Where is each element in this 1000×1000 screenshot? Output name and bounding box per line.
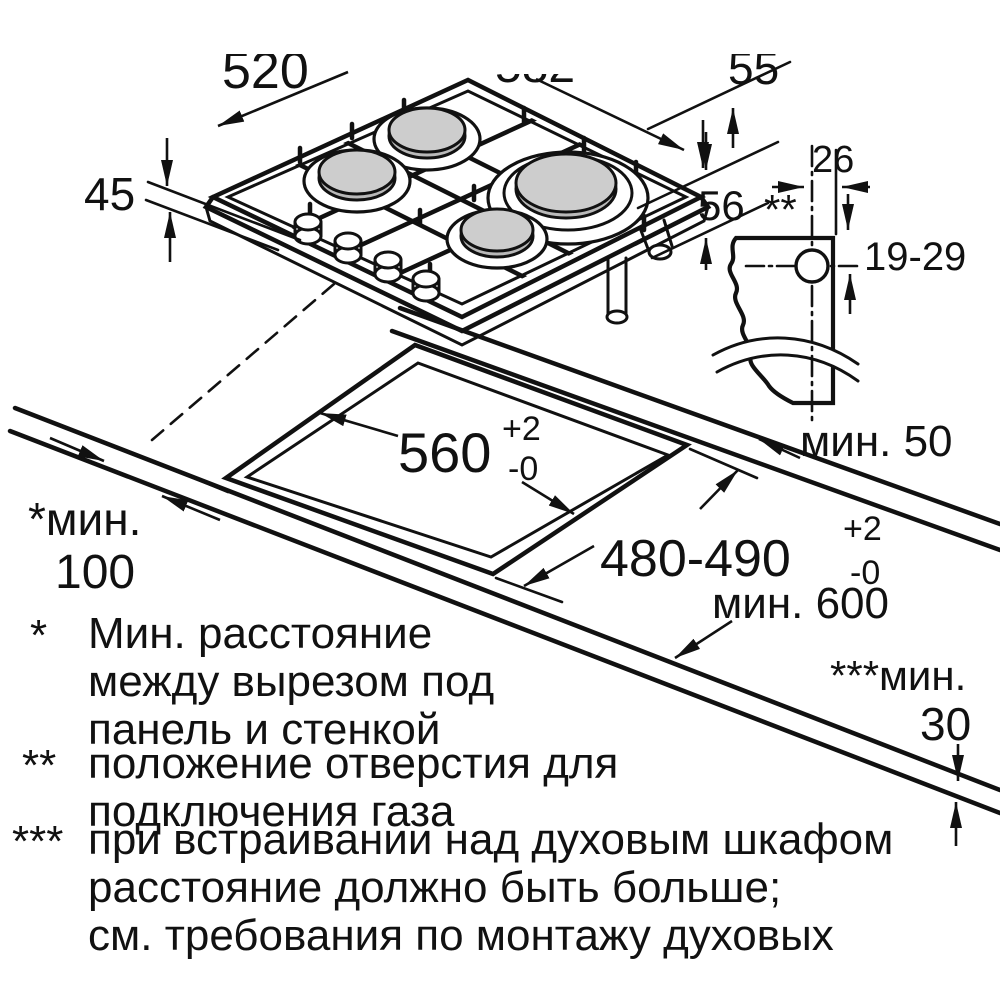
footnote-marker: *: [30, 611, 47, 660]
break-line: [711, 336, 860, 366]
gap-side-value-label: 100: [55, 546, 135, 599]
control-knobs: [293, 212, 441, 303]
cutout-width-label: 560: [398, 421, 491, 484]
cutout-depth-label: 480-490: [600, 530, 791, 588]
gap-front-value-label: 30: [920, 698, 971, 750]
gas-marker-label: **: [764, 186, 797, 233]
footnote-line: подключения газа: [88, 787, 455, 836]
gap-front-star-label: ***мин.: [830, 652, 966, 699]
burner-mid-left: [302, 148, 412, 214]
hob-foot: [605, 256, 629, 325]
gas-connection-stub: [638, 218, 674, 261]
burner-front: [445, 207, 549, 270]
dim-hole-offset-label: 26: [812, 139, 854, 181]
dimension-graphics: [49, 60, 964, 846]
burner-wok-right: [486, 150, 650, 246]
projection-dashed-line: [150, 282, 336, 442]
worktop-depth-label: мин. 600: [712, 579, 889, 628]
cutout-depth-tol-plus: +2: [843, 510, 882, 548]
footnote-line: панель и стенкой: [88, 705, 440, 754]
dim-height-label: 45: [84, 168, 135, 220]
footnotes: * Мин. расстояние между вырезом под пане…: [12, 609, 893, 960]
worktop-back-edge: [389, 305, 1000, 553]
burner-back-left: [372, 106, 482, 172]
gap-side-star-label: *мин.: [28, 493, 141, 545]
worktop-cutout: [221, 342, 692, 577]
gas-hole: [794, 248, 830, 284]
footnote-line: положение отверстия для: [88, 739, 618, 788]
dim-hole-range-label: 19-29: [864, 235, 966, 279]
cutout-width-tol-minus: -0: [508, 450, 538, 488]
cutout-depth-tol-minus: -0: [850, 554, 880, 592]
top-crop-mask: [0, 0, 1000, 54]
footnote-line: расстояние должно быть больше;: [88, 863, 781, 912]
break-line: [715, 353, 860, 383]
footnote-line: между вырезом под: [88, 657, 494, 706]
top-crop-mask: [440, 54, 650, 74]
footnote-line: см. требования по монтажу духовых: [88, 911, 834, 960]
gap-back-label: мин. 50: [800, 417, 953, 466]
footnote-line: при встраивании над духовым шкафом: [88, 815, 893, 864]
gas-hole-detail: [711, 144, 862, 422]
footnote-marker: **: [22, 741, 56, 790]
footnote-line: Мин. расстояние: [88, 609, 432, 658]
cutout-width-tol-plus: +2: [502, 410, 541, 448]
dim-below-label: 56: [698, 182, 745, 229]
footnote-marker: ***: [12, 817, 63, 866]
